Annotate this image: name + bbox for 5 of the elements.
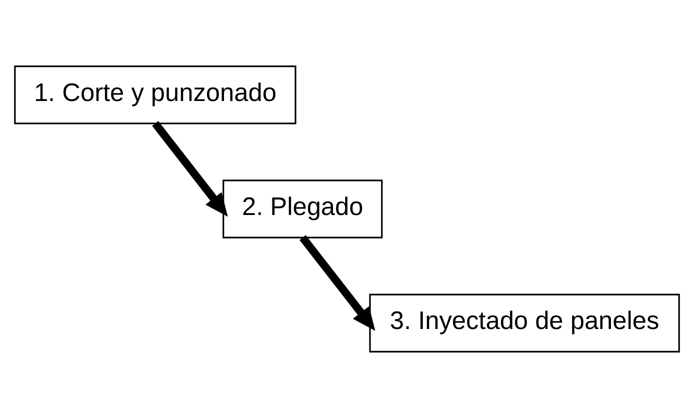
arrow <box>152 120 228 216</box>
arrow <box>300 234 376 330</box>
node-box: 2. Plegado <box>222 179 383 238</box>
node-box: 3. Inyectado de paneles <box>369 293 680 352</box>
node-box: 1. Corte y punzonado <box>14 65 296 124</box>
